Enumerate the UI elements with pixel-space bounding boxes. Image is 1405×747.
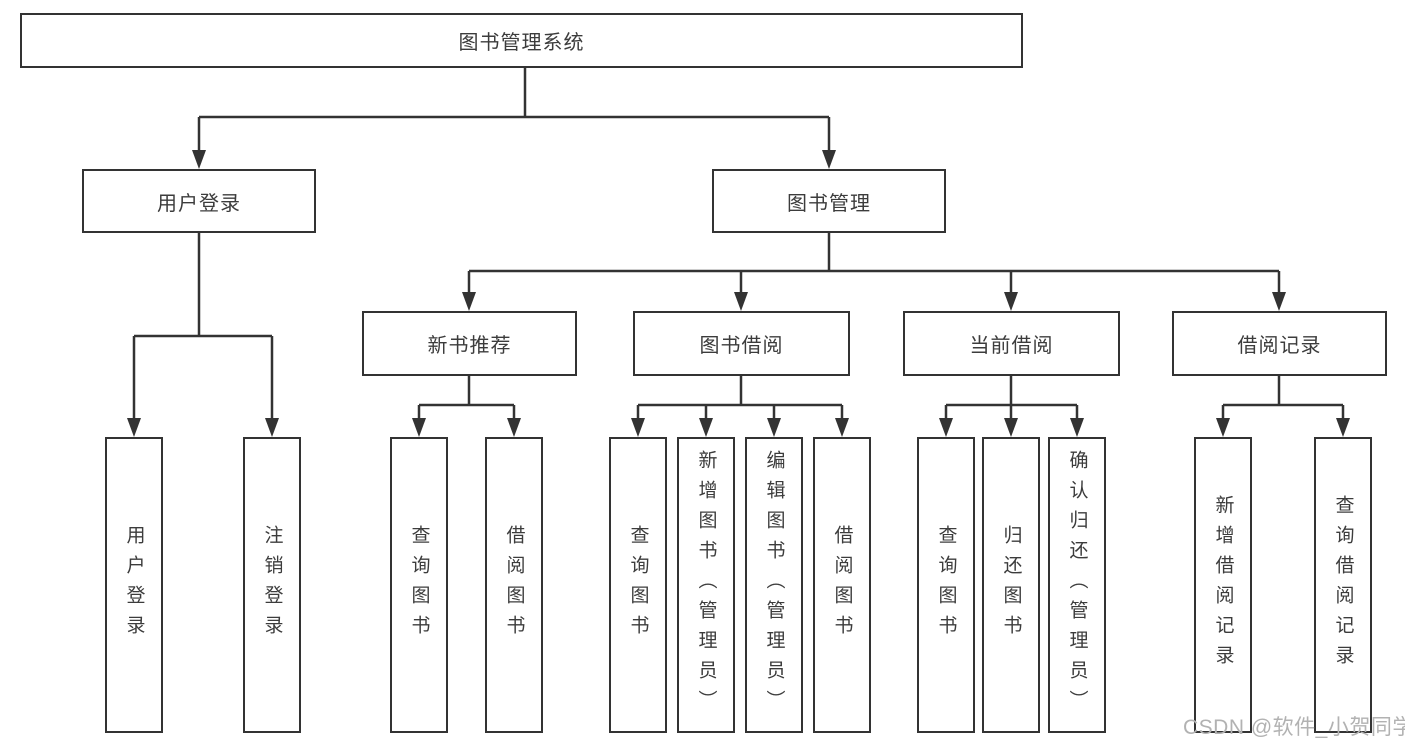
edge-user-login-to-leaves	[132, 233, 274, 420]
node-current-borrowing: 当前借阅	[903, 311, 1120, 376]
arrow-down-icon	[699, 418, 713, 437]
arrow-down-icon	[939, 418, 953, 437]
node-library-management-system: 图书管理系统	[20, 13, 1023, 68]
tree-edges	[132, 68, 1345, 420]
edge-book-management-to-level2	[467, 233, 1281, 294]
node-borrow-books-recommend: 借阅图书	[485, 437, 543, 733]
edge-current-borrowing-to-leaves	[944, 376, 1079, 420]
node-logout: 注销登录	[243, 437, 301, 733]
node-edit-book-admin: 编辑图书（管理员）	[745, 437, 803, 733]
node-user-login: 用户登录	[82, 169, 316, 233]
node-user-login-leaf: 用户登录	[105, 437, 163, 733]
arrow-down-icon	[631, 418, 645, 437]
edge-borrow-records-to-leaves	[1221, 376, 1345, 420]
arrow-down-icon	[734, 292, 748, 311]
arrow-down-icon	[1004, 418, 1018, 437]
node-query-borrow-record: 查询借阅记录	[1314, 437, 1372, 733]
arrow-down-icon	[507, 418, 521, 437]
node-return-books: 归还图书	[982, 437, 1040, 733]
arrow-down-icon	[767, 418, 781, 437]
node-query-books-recommend: 查询图书	[390, 437, 448, 733]
arrow-down-icon	[127, 418, 141, 437]
node-add-borrow-record: 新增借阅记录	[1194, 437, 1252, 733]
csdn-watermark: CSDN @软件_小贺同学	[1183, 716, 1405, 739]
edge-new-book-rec-to-leaves	[417, 376, 516, 420]
arrow-down-icon	[1004, 292, 1018, 311]
arrow-down-icon	[1216, 418, 1230, 437]
arrow-down-icon	[835, 418, 849, 437]
arrowheads	[127, 150, 1350, 437]
arrow-down-icon	[412, 418, 426, 437]
node-query-books-borrowing: 查询图书	[609, 437, 667, 733]
node-add-book-admin: 新增图书（管理员）	[677, 437, 735, 733]
arrow-down-icon	[822, 150, 836, 169]
node-confirm-return-admin: 确认归还（管理员）	[1048, 437, 1106, 733]
edge-root-to-level1	[197, 68, 831, 152]
arrow-down-icon	[1272, 292, 1286, 311]
node-book-borrowing: 图书借阅	[633, 311, 850, 376]
node-borrow-books-borrowing: 借阅图书	[813, 437, 871, 733]
edge-book-borrowing-to-leaves	[636, 376, 844, 420]
node-query-books-current: 查询图书	[917, 437, 975, 733]
arrow-down-icon	[265, 418, 279, 437]
arrow-down-icon	[1336, 418, 1350, 437]
arrow-down-icon	[192, 150, 206, 169]
arrow-down-icon	[1070, 418, 1084, 437]
node-borrowing-records: 借阅记录	[1172, 311, 1387, 376]
node-book-management: 图书管理	[712, 169, 946, 233]
arrow-down-icon	[462, 292, 476, 311]
node-new-book-recommendation: 新书推荐	[362, 311, 577, 376]
